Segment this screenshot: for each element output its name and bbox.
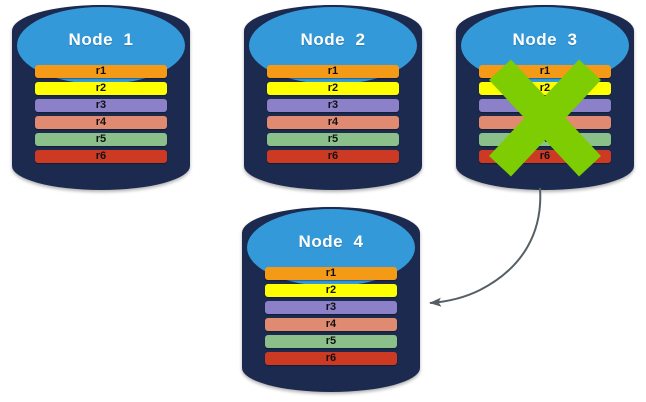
- row-r2[interactable]: r2: [267, 82, 399, 95]
- row-r6[interactable]: r6: [479, 150, 611, 163]
- row-r1[interactable]: r1: [267, 65, 399, 78]
- row-r4[interactable]: r4: [265, 318, 397, 331]
- row-r6[interactable]: r6: [265, 352, 397, 365]
- row-stack: r1 r2 r3 r4 r5 r6: [267, 65, 399, 163]
- row-r6[interactable]: r6: [267, 150, 399, 163]
- row-stack: r1 r2 r3 r4 r5 r6: [265, 267, 397, 365]
- row-r4[interactable]: r4: [267, 116, 399, 129]
- row-r3[interactable]: r3: [479, 99, 611, 112]
- row-r4[interactable]: r4: [479, 116, 611, 129]
- row-r5[interactable]: r5: [267, 133, 399, 146]
- row-r2[interactable]: r2: [265, 284, 397, 297]
- row-r1[interactable]: r1: [35, 65, 167, 78]
- row-r6[interactable]: r6: [35, 150, 167, 163]
- row-r5[interactable]: r5: [265, 335, 397, 348]
- row-r2[interactable]: r2: [35, 82, 167, 95]
- row-r5[interactable]: r5: [35, 133, 167, 146]
- row-r4[interactable]: r4: [35, 116, 167, 129]
- row-r2[interactable]: r2: [479, 82, 611, 95]
- row-r5[interactable]: r5: [479, 133, 611, 146]
- row-stack: r1 r2 r3 r4 r5 r6: [479, 65, 611, 163]
- row-r3[interactable]: r3: [265, 301, 397, 314]
- row-r3[interactable]: r3: [267, 99, 399, 112]
- row-r3[interactable]: r3: [35, 99, 167, 112]
- arrow-path: [429, 187, 542, 307]
- row-stack: r1 r2 r3 r4 r5 r6: [35, 65, 167, 163]
- row-r1[interactable]: r1: [479, 65, 611, 78]
- row-r1[interactable]: r1: [265, 267, 397, 280]
